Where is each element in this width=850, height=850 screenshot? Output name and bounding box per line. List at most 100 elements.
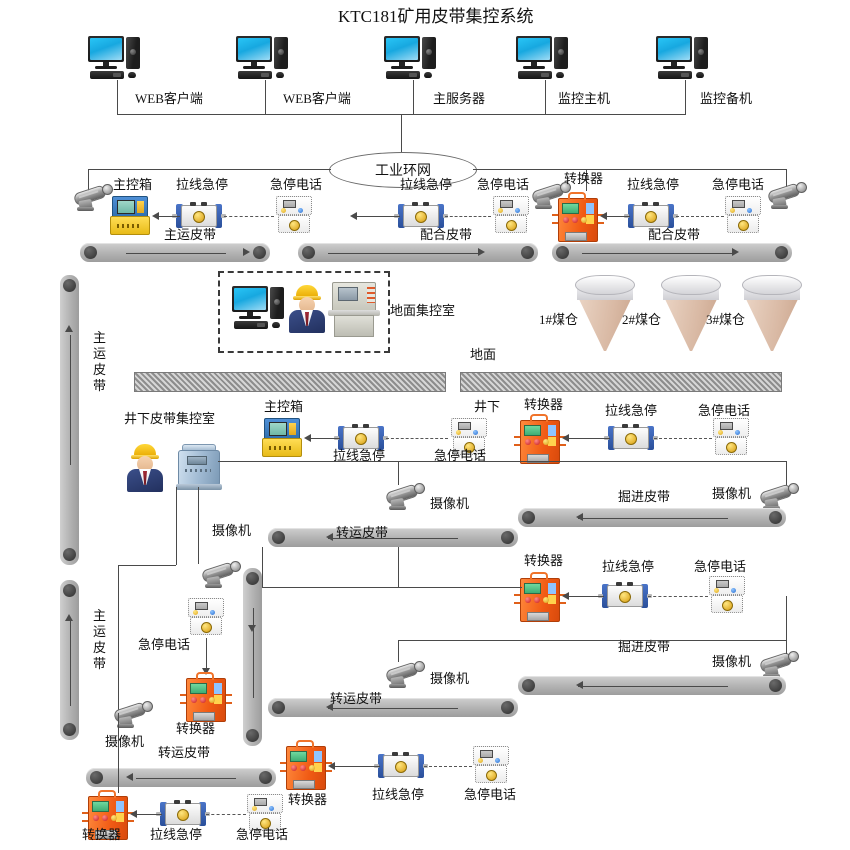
link-line [564,438,610,439]
label-camera: 摄像机 [430,671,470,686]
converter-device [280,740,332,792]
arrow-icon [202,668,210,675]
arrow-icon [576,681,583,689]
computer-label-web-client-2: WEB客户端 [283,91,351,106]
label-pull-cord-estop: 拉线急停 [372,787,425,802]
page-title: KTC181矿用皮带集控系统 [338,7,534,26]
label-coal-bunker-2: 2#煤仓 [622,312,662,327]
link-line [262,587,522,588]
arrow-icon [350,212,357,220]
label-estop-phone: 急停电话 [138,637,191,652]
estop-phone-device [722,196,764,234]
arrow-icon [328,762,335,770]
dashed-link [424,766,472,767]
label-camera: 摄像机 [105,734,145,749]
link-line [198,487,199,564]
label-estop-phone: 急停电话 [698,403,751,418]
link-line [352,216,400,217]
arrow-icon [65,614,73,621]
arrow-icon [576,513,583,521]
converter-device [514,572,566,624]
link-line [586,169,786,170]
link-line [118,565,119,713]
link-line [88,169,89,191]
pull-cord-estop-device [394,202,448,230]
estop-phone-device [244,794,286,832]
label-assist-belt: 配合皮带 [420,227,473,242]
computer-label-monitor-host: 监控主机 [558,91,611,106]
arrow-icon [600,212,607,220]
camera-icon [70,183,114,213]
link-line [586,169,587,191]
computer-icon [232,286,290,332]
belt-transfer-upper [268,528,518,547]
link-line [118,565,176,566]
belt-main [80,243,270,262]
label-main-belt: 主运皮带 [164,227,217,242]
label-main-control-box: 主控箱 [264,399,304,414]
label-converter: 转换器 [176,721,216,736]
main-control-box-device [262,418,302,458]
label-pull-cord-estop: 拉线急停 [602,559,655,574]
label-pull-cord-estop: 拉线急停 [150,827,203,842]
label-main-control-box: 主控箱 [113,177,153,192]
label-transfer-belt: 转运皮带 [158,745,211,760]
arrow-icon [732,248,739,256]
label-converter: 转换器 [564,171,604,186]
link-line [117,80,118,114]
label-camera: 摄像机 [212,523,252,538]
label-converter: 转换器 [524,397,564,412]
label-camera: 摄像机 [430,496,470,511]
label-surface: 地面 [470,347,497,362]
arrow-icon [326,703,333,711]
arrow-icon [65,325,73,332]
camera-icon [382,660,426,690]
link-line [786,169,787,191]
worker-icon [288,285,326,333]
estop-phone-device [470,746,512,784]
converter-device [514,414,566,466]
label-pull-cord-estop: 拉线急停 [605,403,658,418]
label-estop-phone: 急停电话 [694,559,747,574]
coal-bunker-3 [742,275,802,351]
link-line [206,638,207,670]
belt-assist [298,243,538,262]
label-transfer-belt: 转运皮带 [330,691,383,706]
pull-cord-estop-device [374,752,428,780]
computer-label-main-server: 主服务器 [433,91,486,106]
control-console-icon [328,282,380,338]
estop-phone-device [185,598,227,636]
estop-phone-device [490,196,532,234]
label-ground-control-room: 地面集控室 [390,303,456,318]
estop-phone-device [273,196,315,234]
estop-phone-device [706,576,748,614]
label-pull-cord-estop: 拉线急停 [176,177,229,192]
link-line [401,114,402,152]
label-converter: 转换器 [82,827,122,842]
pull-cord-estop-device [172,202,226,230]
pull-cord-estop-device [598,582,652,610]
link-line [413,80,414,114]
dashed-link [206,814,246,815]
arrow-icon [562,592,569,600]
label-estop-phone: 急停电话 [477,177,530,192]
dashed-link [654,438,712,439]
belt-main-vertical [60,580,79,740]
link-line [473,169,586,170]
ground-hatch-left [134,372,446,392]
link-line [398,461,399,485]
industrial-ring-network: 工业环网 [329,152,477,188]
link-line [786,596,787,654]
link-line [176,487,177,565]
computer-label-monitor-backup: 监控备机 [700,91,753,106]
dashed-link [386,438,448,439]
link-line [88,169,331,170]
pull-cord-estop-device [604,424,658,452]
camera-icon [764,181,808,211]
link-line [262,547,263,587]
camera-icon [382,482,426,512]
link-line [306,438,340,439]
link-line [132,814,162,815]
link-line [330,766,380,767]
arrow-icon [304,434,311,442]
